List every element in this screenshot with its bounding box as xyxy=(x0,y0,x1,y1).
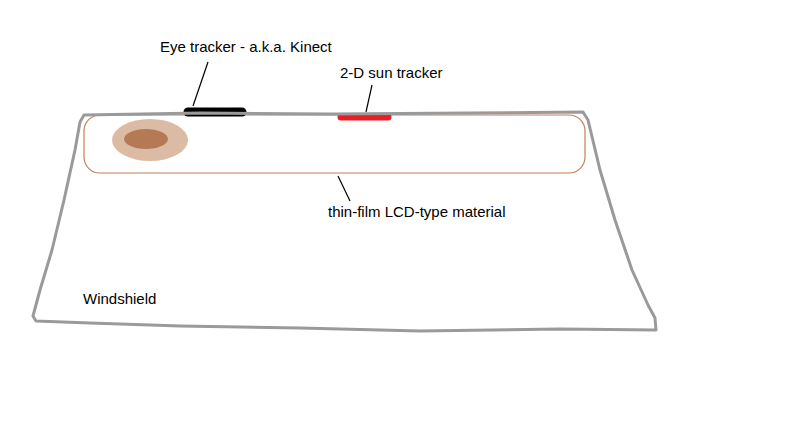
leader-line xyxy=(366,85,372,112)
callout-label: thin-film LCD-type material xyxy=(328,203,506,221)
shade-spot-outer xyxy=(112,119,188,161)
windshield-border xyxy=(33,112,656,331)
callout-label: Eye tracker - a.k.a. Kinect xyxy=(160,38,332,56)
callout-label: 2-D sun tracker xyxy=(340,64,443,82)
shade-spot-inner xyxy=(124,129,168,149)
lcd-film-band xyxy=(84,115,585,173)
leader-line xyxy=(193,62,208,106)
leader-line xyxy=(338,176,350,201)
region-label: Windshield xyxy=(83,290,156,308)
